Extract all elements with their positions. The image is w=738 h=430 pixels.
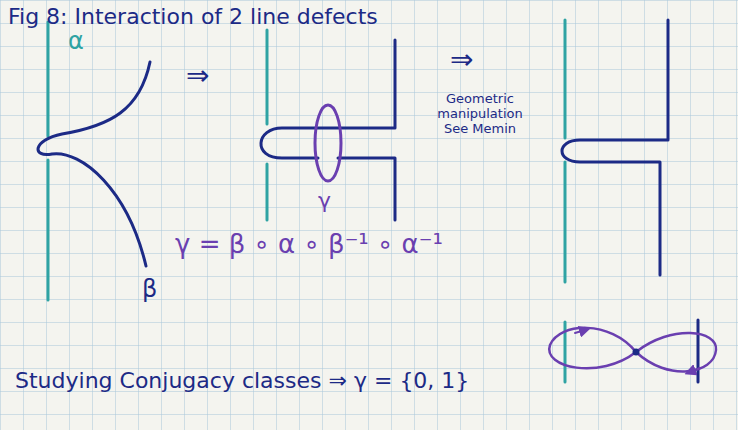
commutator-formula: γ = β ∘ α ∘ β⁻¹ ∘ α⁻¹ — [175, 230, 443, 260]
note: Geometric manipulation See Memin — [428, 92, 532, 137]
conclusion: Studying Conjugacy classes ⇒ γ = {0, 1} — [15, 368, 469, 393]
gamma-label: γ — [318, 188, 331, 213]
orientation-arrow — [575, 330, 585, 333]
implies-arrow: ⇒ — [450, 44, 473, 76]
beta-label: β — [142, 276, 157, 304]
beta-defect — [38, 62, 150, 266]
alpha-defect — [564, 20, 567, 282]
beta-defect — [261, 40, 395, 220]
alpha-defect — [266, 30, 269, 220]
beta-defect — [697, 320, 700, 382]
figure-title: Fig 8: Interaction of 2 line defects — [8, 4, 378, 29]
orientation-arrow — [690, 368, 700, 372]
gamma-loop — [315, 105, 341, 181]
gamma-figure-eight — [549, 328, 716, 372]
beta-defect — [562, 20, 668, 275]
alpha-label: α — [68, 28, 84, 56]
implies-arrow: ⇒ — [186, 60, 209, 92]
base-point — [633, 349, 640, 356]
alpha-defect — [47, 22, 50, 300]
